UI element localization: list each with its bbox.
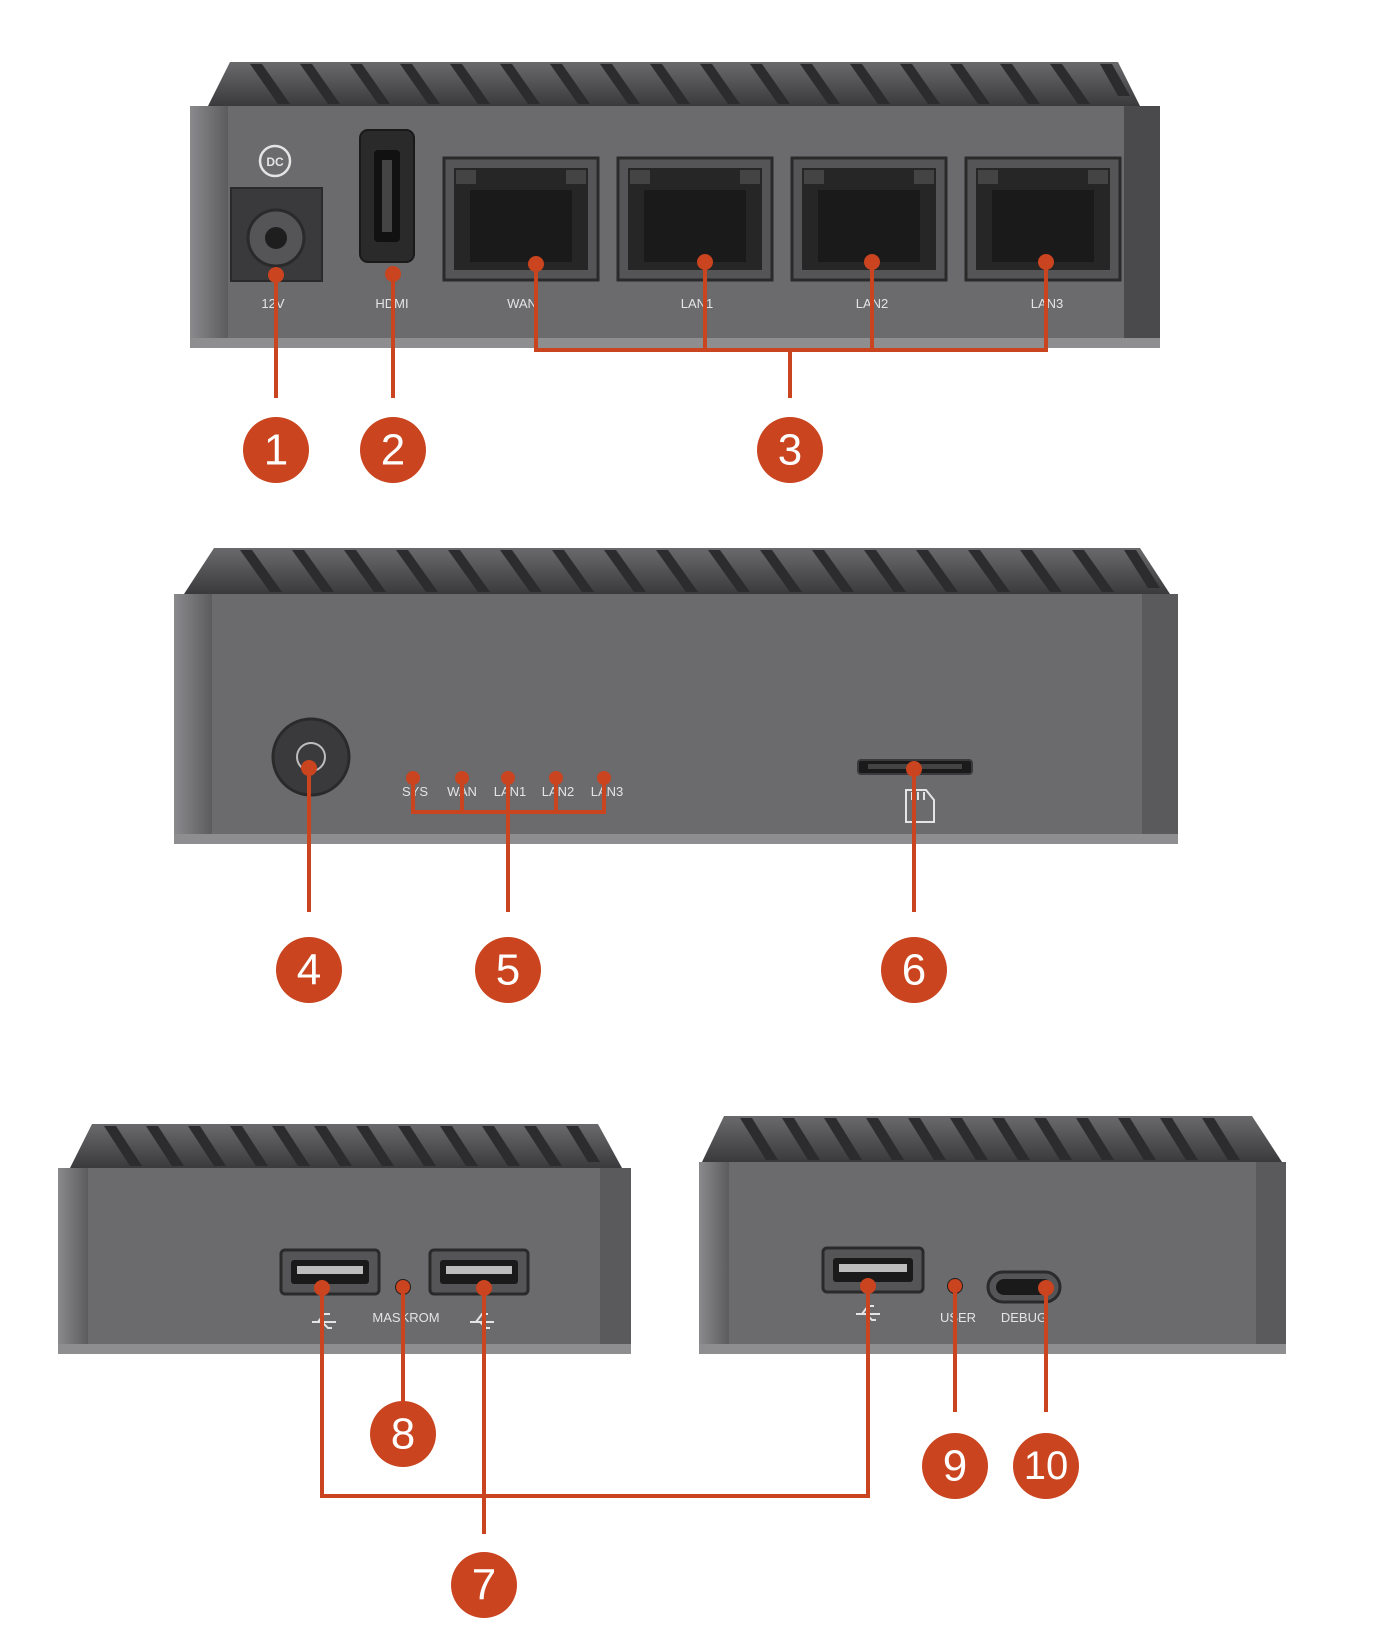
callout-leaders bbox=[268, 254, 1054, 1534]
led-label-lan3: LAN3 bbox=[591, 784, 624, 799]
ethernet-port-lan1[interactable] bbox=[616, 156, 774, 282]
callout-4: 4 bbox=[276, 937, 342, 1003]
svg-text:10: 10 bbox=[1024, 1444, 1069, 1488]
svg-text:3: 3 bbox=[778, 426, 802, 475]
left-heatsink bbox=[70, 1124, 622, 1168]
right-side-view: USER DEBUG bbox=[699, 1116, 1286, 1354]
rear-fins bbox=[250, 64, 1130, 104]
svg-text:5: 5 bbox=[496, 946, 520, 995]
svg-text:1: 1 bbox=[264, 426, 288, 475]
front-fins bbox=[240, 550, 1160, 592]
callout-1: 1 bbox=[243, 417, 309, 483]
usb-a-port-right[interactable] bbox=[821, 1246, 925, 1294]
left-side-view: MASKROM bbox=[58, 1124, 631, 1354]
right-fins bbox=[740, 1118, 1240, 1160]
callout-3: 3 bbox=[757, 417, 823, 483]
callout-5: 5 bbox=[475, 937, 541, 1003]
dc-icon: DC bbox=[258, 144, 292, 178]
callout-7: 7 bbox=[451, 1552, 517, 1618]
svg-text:7: 7 bbox=[472, 1561, 496, 1610]
callout-10: 10 bbox=[1013, 1433, 1079, 1499]
callout-badges: 1 2 3 4 5 6 7 8 9 10 bbox=[243, 417, 1079, 1618]
usb-a-port-left-2[interactable] bbox=[428, 1248, 530, 1296]
svg-text:4: 4 bbox=[297, 946, 321, 995]
svg-text:DC: DC bbox=[266, 155, 284, 169]
front-panel-view: SYS WAN LAN1 LAN2 LAN3 bbox=[174, 548, 1178, 844]
front-body bbox=[174, 594, 1178, 844]
ethernet-port-wan[interactable] bbox=[442, 156, 600, 282]
svg-text:8: 8 bbox=[391, 1410, 415, 1459]
label-lan1: LAN1 bbox=[681, 296, 714, 311]
callout-8: 8 bbox=[370, 1401, 436, 1467]
usb-a-port-left-1[interactable] bbox=[279, 1248, 381, 1296]
callout-2: 2 bbox=[360, 417, 426, 483]
svg-text:9: 9 bbox=[943, 1442, 967, 1491]
left-fins bbox=[104, 1126, 600, 1166]
svg-text:2: 2 bbox=[381, 426, 405, 475]
callout-6: 6 bbox=[881, 937, 947, 1003]
ethernet-port-lan2[interactable] bbox=[790, 156, 948, 282]
hdmi-port[interactable] bbox=[359, 129, 415, 263]
label-debug: DEBUG bbox=[1001, 1310, 1047, 1325]
dc-power-jack[interactable] bbox=[230, 187, 323, 282]
label-maskrom: MASKROM bbox=[372, 1310, 439, 1325]
label-12v: 12V bbox=[261, 296, 284, 311]
usb-c-debug-port[interactable] bbox=[986, 1270, 1062, 1304]
svg-text:6: 6 bbox=[902, 946, 926, 995]
label-wan: WAN bbox=[507, 296, 537, 311]
callout-9: 9 bbox=[922, 1433, 988, 1499]
right-body bbox=[699, 1162, 1286, 1354]
rear-panel-view: DC bbox=[190, 62, 1160, 348]
label-user: USER bbox=[940, 1310, 976, 1325]
led-label-sys: SYS bbox=[402, 784, 428, 799]
